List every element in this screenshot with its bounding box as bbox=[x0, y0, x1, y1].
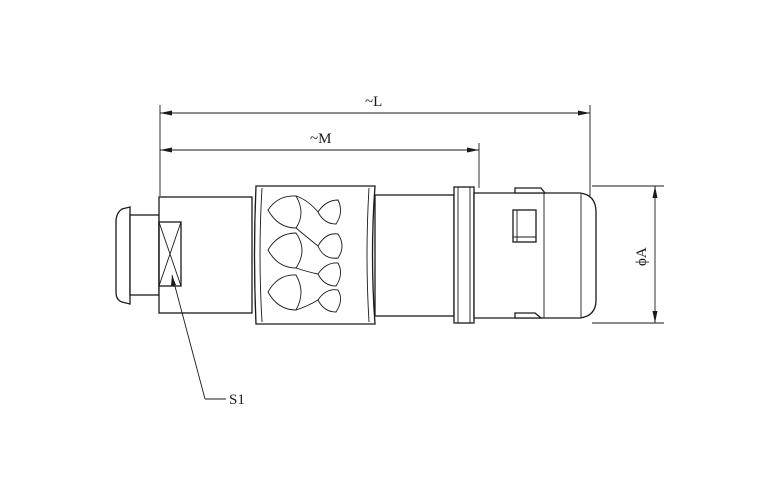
dimension-label-a: ϕA bbox=[634, 247, 650, 266]
latch-bottom bbox=[514, 312, 543, 319]
knurl-groove bbox=[295, 299, 319, 311]
sleeve-edge-line bbox=[259, 187, 263, 323]
hex-nut bbox=[158, 196, 253, 314]
knurl-groove bbox=[295, 227, 319, 247]
knurl-diamond bbox=[317, 199, 341, 225]
knurl-diamond bbox=[317, 289, 341, 313]
knurl-diamond bbox=[267, 274, 302, 311]
rear-collar bbox=[129, 214, 160, 296]
arrowhead bbox=[160, 147, 172, 153]
dimension-m: ~M bbox=[160, 131, 480, 188]
knurled-sleeve bbox=[253, 185, 376, 325]
leader-line bbox=[171, 274, 206, 400]
knurl-diamond bbox=[317, 262, 341, 287]
dimension-label-l: ~L bbox=[365, 94, 382, 110]
knurl-diamond bbox=[267, 195, 302, 229]
knurl-groove bbox=[295, 195, 319, 213]
wrench-flat bbox=[158, 221, 182, 287]
arrowhead bbox=[160, 110, 172, 116]
arrowhead bbox=[467, 147, 479, 153]
connector-body bbox=[115, 185, 597, 325]
callout-s1: S1 bbox=[171, 274, 245, 408]
arrowhead bbox=[652, 311, 658, 323]
knurl-pattern bbox=[267, 195, 343, 313]
dimension-l: ~L bbox=[159, 94, 591, 196]
wrench-flat-cross bbox=[158, 221, 182, 287]
sleeve-edge-line bbox=[366, 187, 370, 323]
dimension-label-m: ~M bbox=[310, 131, 331, 147]
knurl-groove bbox=[295, 267, 319, 275]
knurl-diamond bbox=[267, 232, 303, 269]
flange bbox=[453, 186, 475, 324]
arrowhead bbox=[652, 186, 658, 198]
knurl-diamond bbox=[317, 233, 343, 259]
front-insert bbox=[473, 192, 597, 319]
arrowhead bbox=[578, 110, 590, 116]
latch-top bbox=[514, 187, 547, 194]
middle-shell bbox=[374, 194, 455, 317]
dimension-a: ϕA bbox=[592, 185, 664, 324]
arrowhead bbox=[171, 275, 176, 286]
key-window bbox=[512, 209, 537, 243]
rear-cap bbox=[115, 206, 131, 305]
callout-label-s1: S1 bbox=[229, 392, 245, 408]
